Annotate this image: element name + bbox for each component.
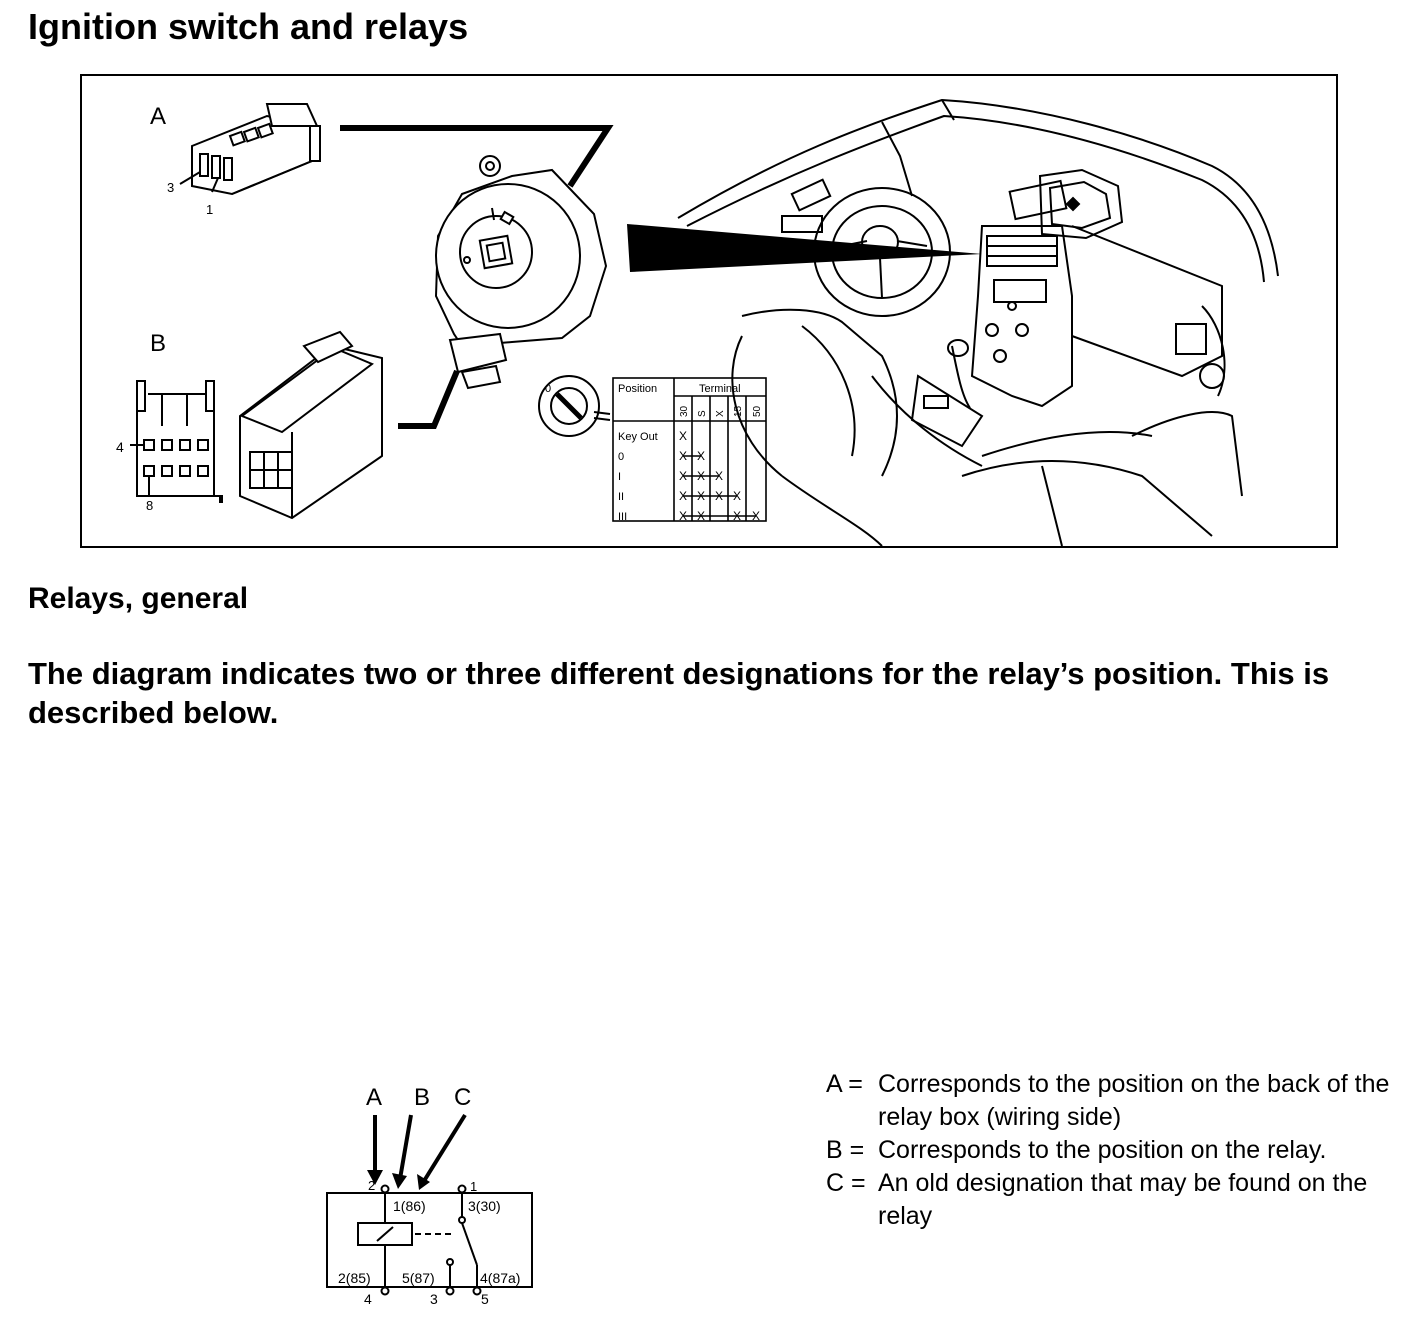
connector-b-pinout (130, 380, 223, 503)
connector-a-pin-1: 1 (206, 202, 213, 217)
legend-text-c: An old designation that may be found on … (878, 1169, 1368, 1230)
connector-a-drawing (179, 103, 321, 196)
legend-key-a: A = (826, 1070, 863, 1098)
section-title: Relays, general (28, 582, 249, 615)
terminal-row-position: Key Out (618, 431, 658, 443)
page-title: Ignition switch and relays (28, 6, 469, 47)
key-position-icon: 0 (538, 375, 611, 437)
relay-terminal-top-right (457, 1184, 467, 1194)
relay-pin-top-right-inner: 3(30) (468, 1198, 501, 1214)
terminal-connection-mark: X (733, 489, 741, 503)
car-interior-drawing (677, 98, 1279, 547)
relay-housing (326, 1192, 533, 1288)
legend-item-b: B = Corresponds to the position on the r… (826, 1134, 1396, 1167)
relay-label-b: B (414, 1084, 430, 1111)
intro-paragraph: The diagram indicates two or three diffe… (28, 656, 1330, 730)
legend-item-a: A = Corresponds to the position on the b… (826, 1068, 1396, 1134)
relay-switch-pivot (458, 1216, 466, 1224)
arrow-c-shaft (422, 1113, 467, 1183)
arrow-a-head (367, 1170, 383, 1185)
table-header-position: Position (618, 383, 657, 395)
terminal-header-15: 15 (733, 405, 744, 417)
relay-pin-top-left-inner: 1(86) (393, 1198, 426, 1214)
connector-a-pin-3: 3 (167, 180, 174, 195)
connector-b-label: B (150, 330, 166, 357)
terminal-connection-mark: X (752, 509, 760, 523)
relay-terminal-bottom-mid (445, 1286, 455, 1296)
legend-text-b: Corresponds to the position on the relay… (878, 1136, 1327, 1164)
relay-switch-blade (461, 1222, 478, 1266)
relay-terminal-bottom-left (380, 1286, 390, 1296)
terminal-connection-mark: X (715, 469, 723, 483)
connector-b-pin-8: 8 (146, 498, 153, 513)
relay-pin-bottom-right-inner: 4(87a) (480, 1270, 520, 1286)
connector-leader-lines (340, 125, 614, 429)
connector-b-drawing (239, 330, 383, 520)
legend-text-a: Corresponds to the position on the back … (878, 1070, 1390, 1131)
relay-legend: A = Corresponds to the position on the b… (826, 1068, 1396, 1233)
legend-item-c: C = An old designation that may be found… (826, 1167, 1396, 1233)
relay-pin-bottom-left-inner: 2(85) (338, 1270, 371, 1286)
terminal-connection-mark: X (697, 449, 705, 463)
terminal-connection-mark: X (679, 429, 687, 443)
relay-contact-no (446, 1258, 454, 1266)
connector-a-label: A (150, 103, 166, 130)
ignition-switch-drawing (434, 155, 608, 390)
legend-key-b: B = (826, 1136, 865, 1164)
relay-pin-bottom-left-outer: 4 (364, 1291, 372, 1307)
relay-pin-bottom-mid-outer: 3 (430, 1291, 438, 1307)
terminal-row-position: 0 (618, 451, 624, 463)
connector-b-pin-4: 4 (116, 439, 124, 455)
arrow-c-head (417, 1174, 430, 1190)
terminal-header-30: 30 (679, 405, 690, 417)
ignition-illustration: A 3 1 B (116, 98, 1279, 547)
terminal-row-position: I (618, 471, 621, 483)
table-header-terminal: Terminal (699, 383, 741, 395)
location-pointer (627, 224, 982, 272)
svg-text:0: 0 (545, 383, 551, 395)
relay-label-c: C (454, 1084, 471, 1111)
relay-pin-bottom-right-outer: 5 (481, 1291, 489, 1307)
terminal-table (612, 377, 767, 522)
terminal-row-position: III (618, 511, 627, 523)
terminal-header-50: 50 (752, 405, 763, 417)
relay-diagram: A B C 2 1(86) 1 3(30) 2(85) 5(87) 4(87a)… (326, 1084, 533, 1307)
relay-terminal-bottom-right (472, 1286, 482, 1296)
relay-pin-top-left-outer: 2 (368, 1178, 375, 1193)
ignition-switch-figure: A 3 1 B (80, 74, 1338, 548)
relay-pin-top-right-outer: 1 (470, 1179, 477, 1194)
arrow-b-head (392, 1173, 407, 1189)
terminal-row-position: II (618, 491, 624, 503)
legend-key-c: C = (826, 1169, 866, 1197)
terminal-header-s: S (697, 410, 708, 417)
arrow-b-shaft (398, 1114, 413, 1180)
relay-pin-bottom-mid-inner: 5(87) (402, 1270, 435, 1286)
relay-label-a: A (366, 1084, 382, 1111)
relay-terminal-top-left (380, 1184, 390, 1194)
terminal-header-x: X (715, 410, 726, 417)
